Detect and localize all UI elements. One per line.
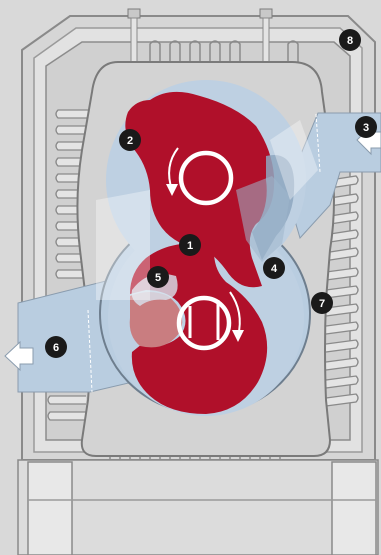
callout-8: 8 xyxy=(339,29,361,51)
callout-3: 3 xyxy=(355,116,377,138)
callout-3-label: 3 xyxy=(363,122,369,134)
callout-1: 1 xyxy=(179,234,201,256)
callout-6: 6 xyxy=(45,336,67,358)
callout-2-label: 2 xyxy=(127,135,133,147)
callout-7: 7 xyxy=(311,292,333,314)
callout-1-label: 1 xyxy=(187,240,193,252)
callout-8-label: 8 xyxy=(347,35,353,47)
callout-2: 2 xyxy=(119,129,141,151)
callout-4: 4 xyxy=(263,257,285,279)
callout-6-label: 6 xyxy=(53,342,59,354)
pump-base xyxy=(18,460,378,555)
callout-7-label: 7 xyxy=(319,298,325,310)
callout-5: 5 xyxy=(147,266,169,288)
callout-4-label: 4 xyxy=(271,263,278,275)
callout-5-label: 5 xyxy=(155,272,161,284)
